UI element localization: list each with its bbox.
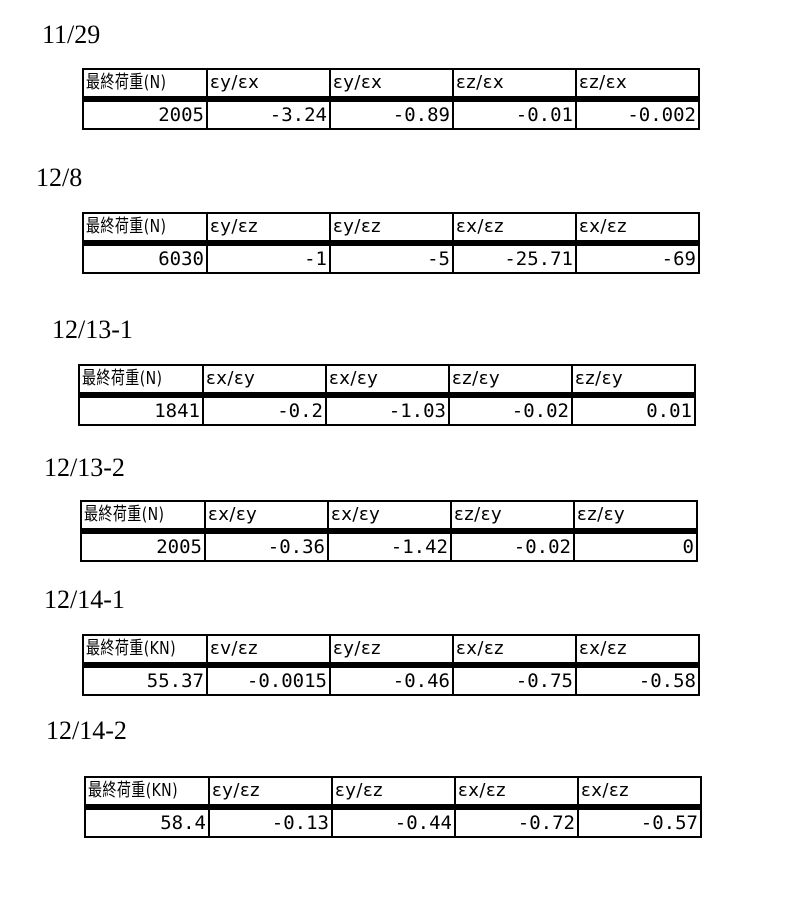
- data-table: 最終荷重(KN) εv/εz εy/εz εx/εz εx/εz 55.37 -…: [82, 634, 700, 696]
- value-cell: 1841: [78, 394, 204, 426]
- data-table: 最終荷重(N) εx/εy εx/εy εz/εy εz/εy 2005 -0.…: [80, 500, 698, 562]
- value-cell: -0.2: [202, 394, 327, 426]
- header-cell: εz/εy: [450, 500, 575, 534]
- data-table: 最終荷重(N) εx/εy εx/εy εz/εy εz/εy 1841 -0.…: [78, 364, 696, 426]
- value-cell: -3.24: [206, 98, 331, 130]
- data-table: 最終荷重(KN) εy/εz εy/εz εx/εz εx/εz 58.4 -0…: [84, 776, 702, 838]
- value-cell: -0.89: [329, 98, 454, 130]
- header-cell: 最終荷重(KN): [84, 776, 210, 810]
- table-header-row: 最終荷重(KN) εy/εz εy/εz εx/εz εx/εz: [84, 776, 702, 810]
- value-cell: -0.01: [452, 98, 577, 130]
- value-cell: -0.13: [208, 806, 333, 838]
- value-cell: -0.57: [577, 806, 702, 838]
- header-cell: εy/εz: [208, 776, 333, 810]
- section-title: 12/13-1: [52, 315, 133, 344]
- header-cell: εy/εz: [329, 212, 454, 246]
- table-header-row: 最終荷重(N) εx/εy εx/εy εz/εy εz/εy: [80, 500, 698, 534]
- value-cell: -1: [206, 242, 331, 274]
- value-cell: 2005: [80, 530, 206, 562]
- value-cell: -0.36: [204, 530, 329, 562]
- section-title: 12/14-1: [44, 585, 125, 614]
- data-table: 最終荷重(N) εy/εz εy/εz εx/εz εx/εz 6030 -1 …: [82, 212, 700, 274]
- value-cell: -1.42: [327, 530, 452, 562]
- table-row: 2005 -0.36 -1.42 -0.02 0: [80, 530, 698, 562]
- header-cell: 最終荷重(N): [82, 68, 208, 102]
- header-cell: εz/εy: [448, 364, 573, 398]
- header-cell: 最終荷重(N): [82, 212, 208, 246]
- header-cell: εx/εz: [454, 776, 579, 810]
- value-cell: -0.002: [575, 98, 700, 130]
- value-cell: -5: [329, 242, 454, 274]
- header-cell: εz/εy: [571, 364, 696, 398]
- header-cell: εx/εz: [575, 634, 700, 668]
- header-cell: εx/εz: [575, 212, 700, 246]
- header-cell: εy/εx: [329, 68, 454, 102]
- section-title: 12/13-2: [44, 453, 125, 482]
- table-row: 6030 -1 -5 -25.71 -69: [82, 242, 700, 274]
- value-cell: 2005: [82, 98, 208, 130]
- table-row: 58.4 -0.13 -0.44 -0.72 -0.57: [84, 806, 702, 838]
- value-cell: -0.02: [448, 394, 573, 426]
- value-cell: -1.03: [325, 394, 450, 426]
- header-cell: εy/εz: [329, 634, 454, 668]
- value-cell: -0.72: [454, 806, 579, 838]
- header-cell: εy/εx: [206, 68, 331, 102]
- header-cell: 最終荷重(N): [80, 500, 206, 534]
- table-row: 2005 -3.24 -0.89 -0.01 -0.002: [82, 98, 700, 130]
- value-cell: -0.02: [450, 530, 575, 562]
- table-header-row: 最終荷重(N) εy/εz εy/εz εx/εz εx/εz: [82, 212, 700, 246]
- header-cell: εz/εx: [575, 68, 700, 102]
- value-cell: -69: [575, 242, 700, 274]
- header-cell: εx/εz: [452, 634, 577, 668]
- header-cell: εx/εy: [202, 364, 327, 398]
- header-cell: εx/εy: [204, 500, 329, 534]
- table-header-row: 最終荷重(N) εx/εy εx/εy εz/εy εz/εy: [78, 364, 696, 398]
- section-title: 12/14-2: [46, 716, 127, 745]
- header-cell: εz/εy: [573, 500, 698, 534]
- data-table: 最終荷重(N) εy/εx εy/εx εz/εx εz/εx 2005 -3.…: [82, 68, 700, 130]
- header-cell: εx/εz: [452, 212, 577, 246]
- table-header-row: 最終荷重(KN) εv/εz εy/εz εx/εz εx/εz: [82, 634, 700, 668]
- header-cell: εx/εy: [327, 500, 452, 534]
- header-cell: εv/εz: [206, 634, 331, 668]
- value-cell: 6030: [82, 242, 208, 274]
- section-title: 12/8: [36, 163, 83, 192]
- header-cell: 最終荷重(KN): [82, 634, 208, 668]
- value-cell: -0.75: [452, 664, 577, 696]
- table-header-row: 最終荷重(N) εy/εx εy/εx εz/εx εz/εx: [82, 68, 700, 102]
- value-cell: 58.4: [84, 806, 210, 838]
- table-row: 55.37 -0.0015 -0.46 -0.75 -0.58: [82, 664, 700, 696]
- header-cell: εx/εy: [325, 364, 450, 398]
- value-cell: 0: [573, 530, 698, 562]
- value-cell: 0.01: [571, 394, 696, 426]
- header-cell: εy/εz: [206, 212, 331, 246]
- value-cell: -0.46: [329, 664, 454, 696]
- value-cell: -0.58: [575, 664, 700, 696]
- value-cell: -0.0015: [206, 664, 331, 696]
- value-cell: -0.44: [331, 806, 456, 838]
- header-cell: 最終荷重(N): [78, 364, 204, 398]
- header-cell: εz/εx: [452, 68, 577, 102]
- section-title: 11/29: [42, 20, 101, 49]
- value-cell: 55.37: [82, 664, 208, 696]
- value-cell: -25.71: [452, 242, 577, 274]
- header-cell: εx/εz: [577, 776, 702, 810]
- table-row: 1841 -0.2 -1.03 -0.02 0.01: [78, 394, 696, 426]
- header-cell: εy/εz: [331, 776, 456, 810]
